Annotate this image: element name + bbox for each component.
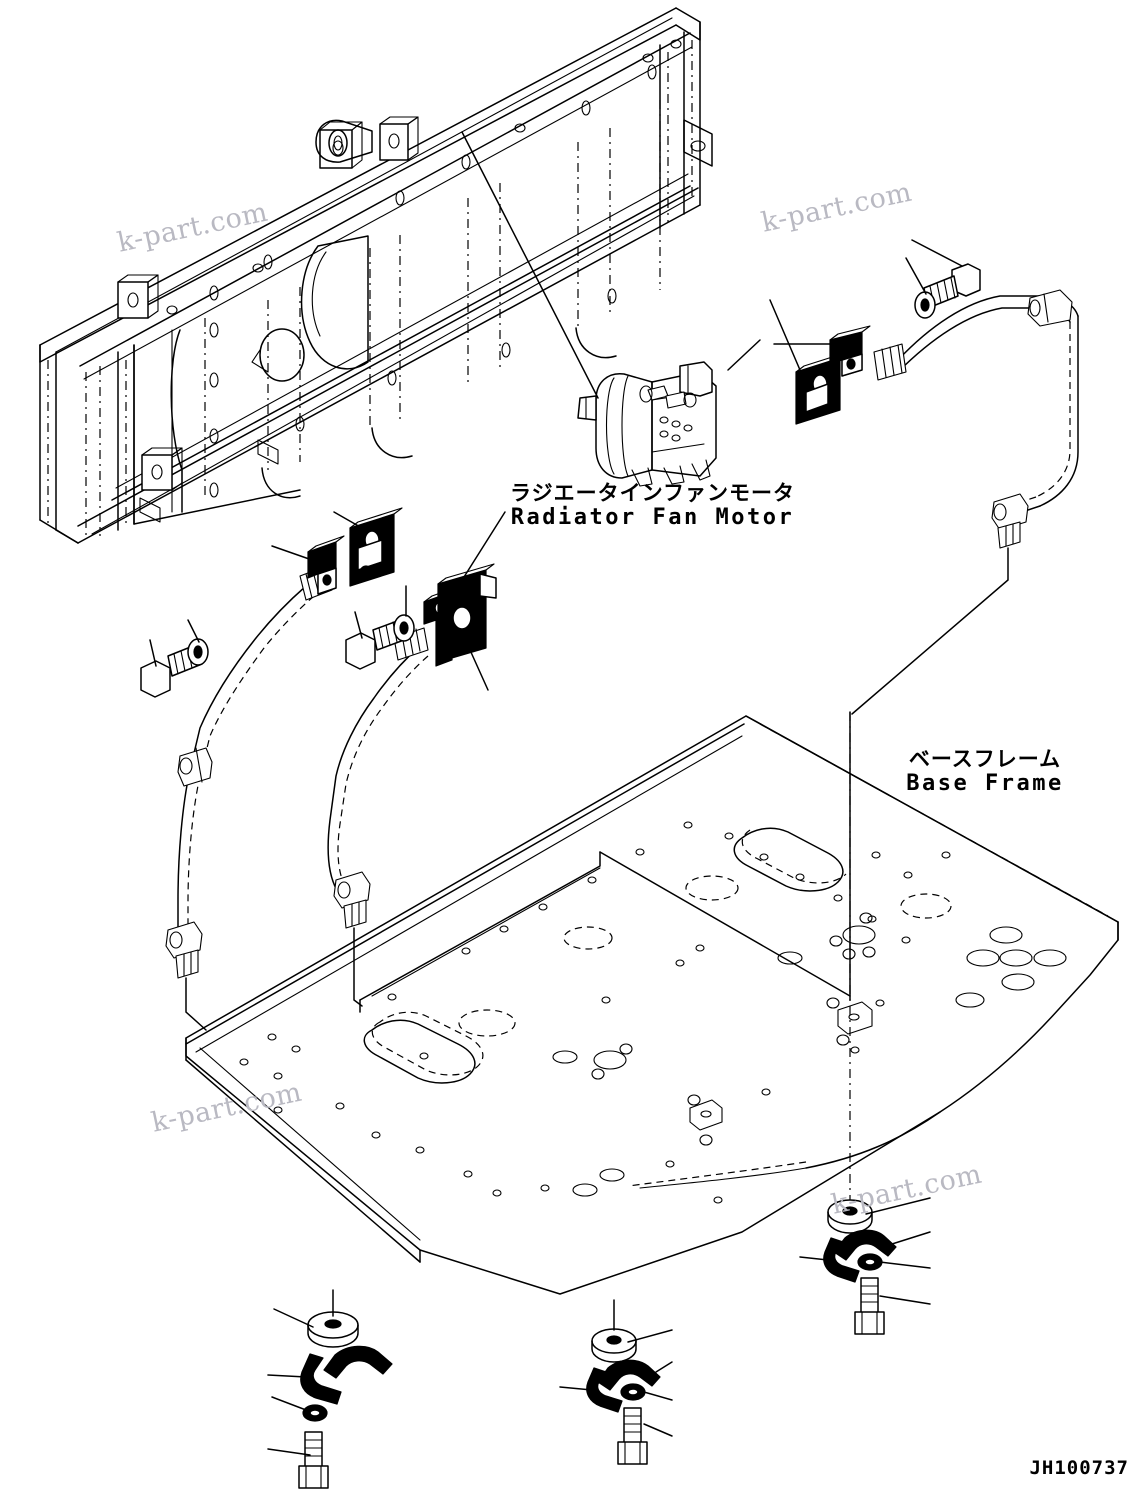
frame-hole (209, 64, 657, 498)
clamp-bracket (349, 507, 403, 587)
tube-connector (333, 871, 371, 929)
hydraulic-tube-left (165, 565, 333, 1031)
flat-washer (857, 1253, 883, 1271)
flat-washer (914, 291, 936, 319)
pipe-clamp-assembly (559, 1299, 673, 1465)
hydraulic-tube-upper-right (851, 289, 1079, 715)
pipe-clamp-half (300, 1353, 342, 1405)
frame-mount-block (117, 274, 159, 319)
hex-bolt (298, 1431, 329, 1489)
hydraulic-tube-center (327, 627, 429, 1007)
callout-base-frame-en: Base Frame (906, 770, 1064, 796)
pipe-clamp-assembly (799, 1197, 931, 1335)
base-frame-bolt-hole (239, 821, 951, 1204)
clamp-spacer (307, 1311, 359, 1348)
hex-bolt (617, 1407, 648, 1465)
radiator-guard-frame (39, 7, 713, 544)
base-frame-hidden-hole (458, 875, 952, 1037)
flat-washer (393, 614, 415, 642)
tube-connector (165, 921, 203, 979)
clamp-bracket (795, 351, 849, 425)
flat-washer (620, 1383, 646, 1401)
clamp-bracket (307, 535, 345, 595)
pipe-clamp-half (597, 1359, 661, 1391)
pipe-clamp-assembly (267, 1289, 393, 1489)
flat-washer (187, 638, 209, 666)
clamp-bracket (437, 563, 497, 663)
callout-radiator-fan-motor-en: Radiator Fan Motor (510, 504, 795, 530)
pipe-clamp-half (323, 1345, 393, 1379)
base-frame-weld-tab (591, 912, 876, 1146)
tube-connector (991, 493, 1029, 549)
frame-mount-block (141, 447, 183, 491)
base-frame (185, 711, 1119, 1295)
clamp-spacer (827, 1199, 873, 1234)
flat-washer (302, 1404, 328, 1422)
callout-base-frame: ベースフレーム Base Frame (880, 747, 1090, 796)
tube-collar (177, 747, 213, 787)
callout-radiator-fan-motor-jp: ラジエータインファンモータ (510, 481, 795, 505)
frame-mount-block (379, 116, 419, 161)
pipe-clamp-half (586, 1367, 623, 1413)
base-frame-cutout (363, 827, 847, 1084)
pipe-clamp-half (833, 1229, 897, 1261)
drawing-code: JH100737 (1029, 1457, 1129, 1479)
hex-bolt (140, 643, 203, 698)
callout-radiator-fan-motor: ラジエータインファンモータ Radiator Fan Motor (500, 481, 805, 530)
lifting-eye (315, 119, 373, 163)
base-frame-hole (552, 926, 1067, 1197)
pipe-clamp-half (823, 1237, 860, 1283)
tube-fitting (873, 343, 907, 381)
callout-base-frame-jp: ベースフレーム (908, 747, 1062, 771)
radiator-fan-motor (461, 131, 761, 487)
tube-elbow-fitting (1027, 289, 1073, 327)
hex-bolt (854, 1277, 885, 1335)
frame-fastener (166, 39, 682, 315)
clamp-spacer (591, 1328, 637, 1363)
